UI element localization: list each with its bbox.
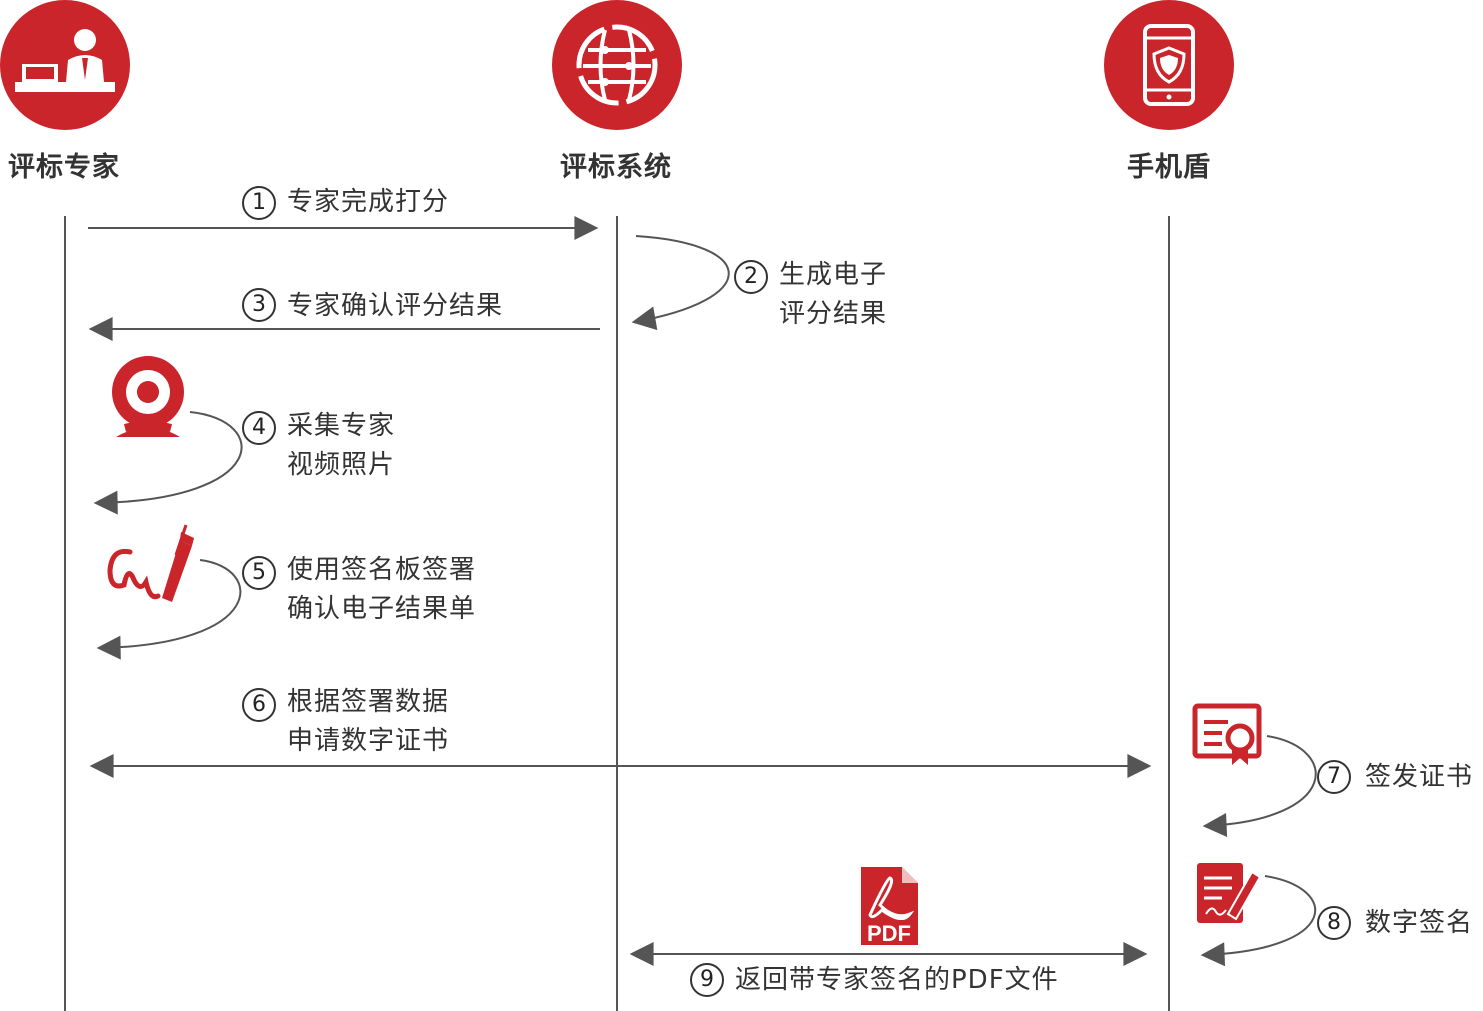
step-5-line-1: 使用签名板签署 — [287, 555, 477, 585]
step-3-line-1: 专家确认评分结果 — [287, 291, 504, 321]
step-text-8: 数字签名 — [1365, 904, 1473, 943]
actor-label-system: 评标系统 — [560, 152, 672, 183]
step-1-line-1: 专家完成打分 — [287, 187, 450, 217]
globe-network-icon — [552, 0, 682, 130]
step-number-6: 6 — [252, 692, 266, 717]
step-circle-2 — [734, 260, 768, 294]
step-circle-4 — [242, 411, 276, 445]
step-6-line-1: 根据签署数据 — [287, 687, 450, 717]
step-text-4: 采集专家 视频照片 — [287, 407, 395, 485]
arrow-step-4 — [93, 411, 243, 515]
step-circle-1 — [242, 186, 276, 220]
actor-label-expert: 评标专家 — [8, 152, 120, 183]
step-number-9: 9 — [700, 967, 714, 992]
mobile-shield-icon — [1104, 0, 1234, 130]
step-2-line-2: 评分结果 — [779, 299, 888, 329]
step-circle-8 — [1317, 906, 1351, 940]
step-number-2: 2 — [744, 264, 758, 289]
step-text-6: 根据签署数据 申请数字证书 — [287, 683, 449, 761]
step-number-7: 7 — [1327, 764, 1341, 789]
certificate-icon — [1192, 703, 1262, 765]
arrow-step-2 — [631, 235, 730, 331]
step-circle-6 — [242, 688, 276, 722]
step-circle-5 — [242, 556, 276, 590]
arrow-step-8 — [1200, 875, 1317, 967]
step-text-9: 返回带专家签名的PDF文件 — [735, 961, 1059, 1000]
step-text-1: 专家完成打分 — [287, 183, 449, 222]
expert-desk-icon — [0, 0, 130, 130]
step-number-5: 5 — [252, 560, 266, 585]
step-number-3: 3 — [252, 292, 266, 317]
step-4-line-1: 采集专家 — [287, 411, 396, 441]
arrow-step-5 — [96, 559, 242, 660]
step-9-line-1: 返回带专家签名的PDF文件 — [735, 965, 1059, 995]
step-2-line-1: 生成电子 — [779, 260, 888, 290]
step-text-7: 签发证书 — [1365, 758, 1473, 797]
step-text-2: 生成电子 评分结果 — [779, 256, 887, 334]
step-text-3: 专家确认评分结果 — [287, 287, 503, 326]
step-8-line-1: 数字签名 — [1365, 908, 1474, 938]
step-4-line-2: 视频照片 — [287, 450, 396, 480]
step-circle-9 — [690, 963, 724, 997]
signed-document-icon — [1197, 863, 1262, 923]
arrow-step-7 — [1202, 735, 1317, 838]
pdf-file-icon — [861, 867, 918, 945]
step-number-8: 8 — [1327, 910, 1341, 935]
step-7-line-1: 签发证书 — [1365, 762, 1474, 792]
step-5-line-2: 确认电子结果单 — [287, 594, 477, 624]
step-number-1: 1 — [252, 190, 266, 215]
step-number-4: 4 — [252, 415, 266, 440]
step-circle-7 — [1317, 760, 1351, 794]
step-6-line-2: 申请数字证书 — [287, 726, 450, 756]
step-text-5: 使用签名板签署 确认电子结果单 — [287, 551, 476, 629]
webcam-icon — [112, 356, 184, 437]
pdf-badge-text: PDF — [867, 921, 911, 946]
step-circle-3 — [242, 288, 276, 322]
actor-label-mobile-shield: 手机盾 — [1127, 152, 1211, 183]
signature-pen-icon — [107, 524, 194, 602]
